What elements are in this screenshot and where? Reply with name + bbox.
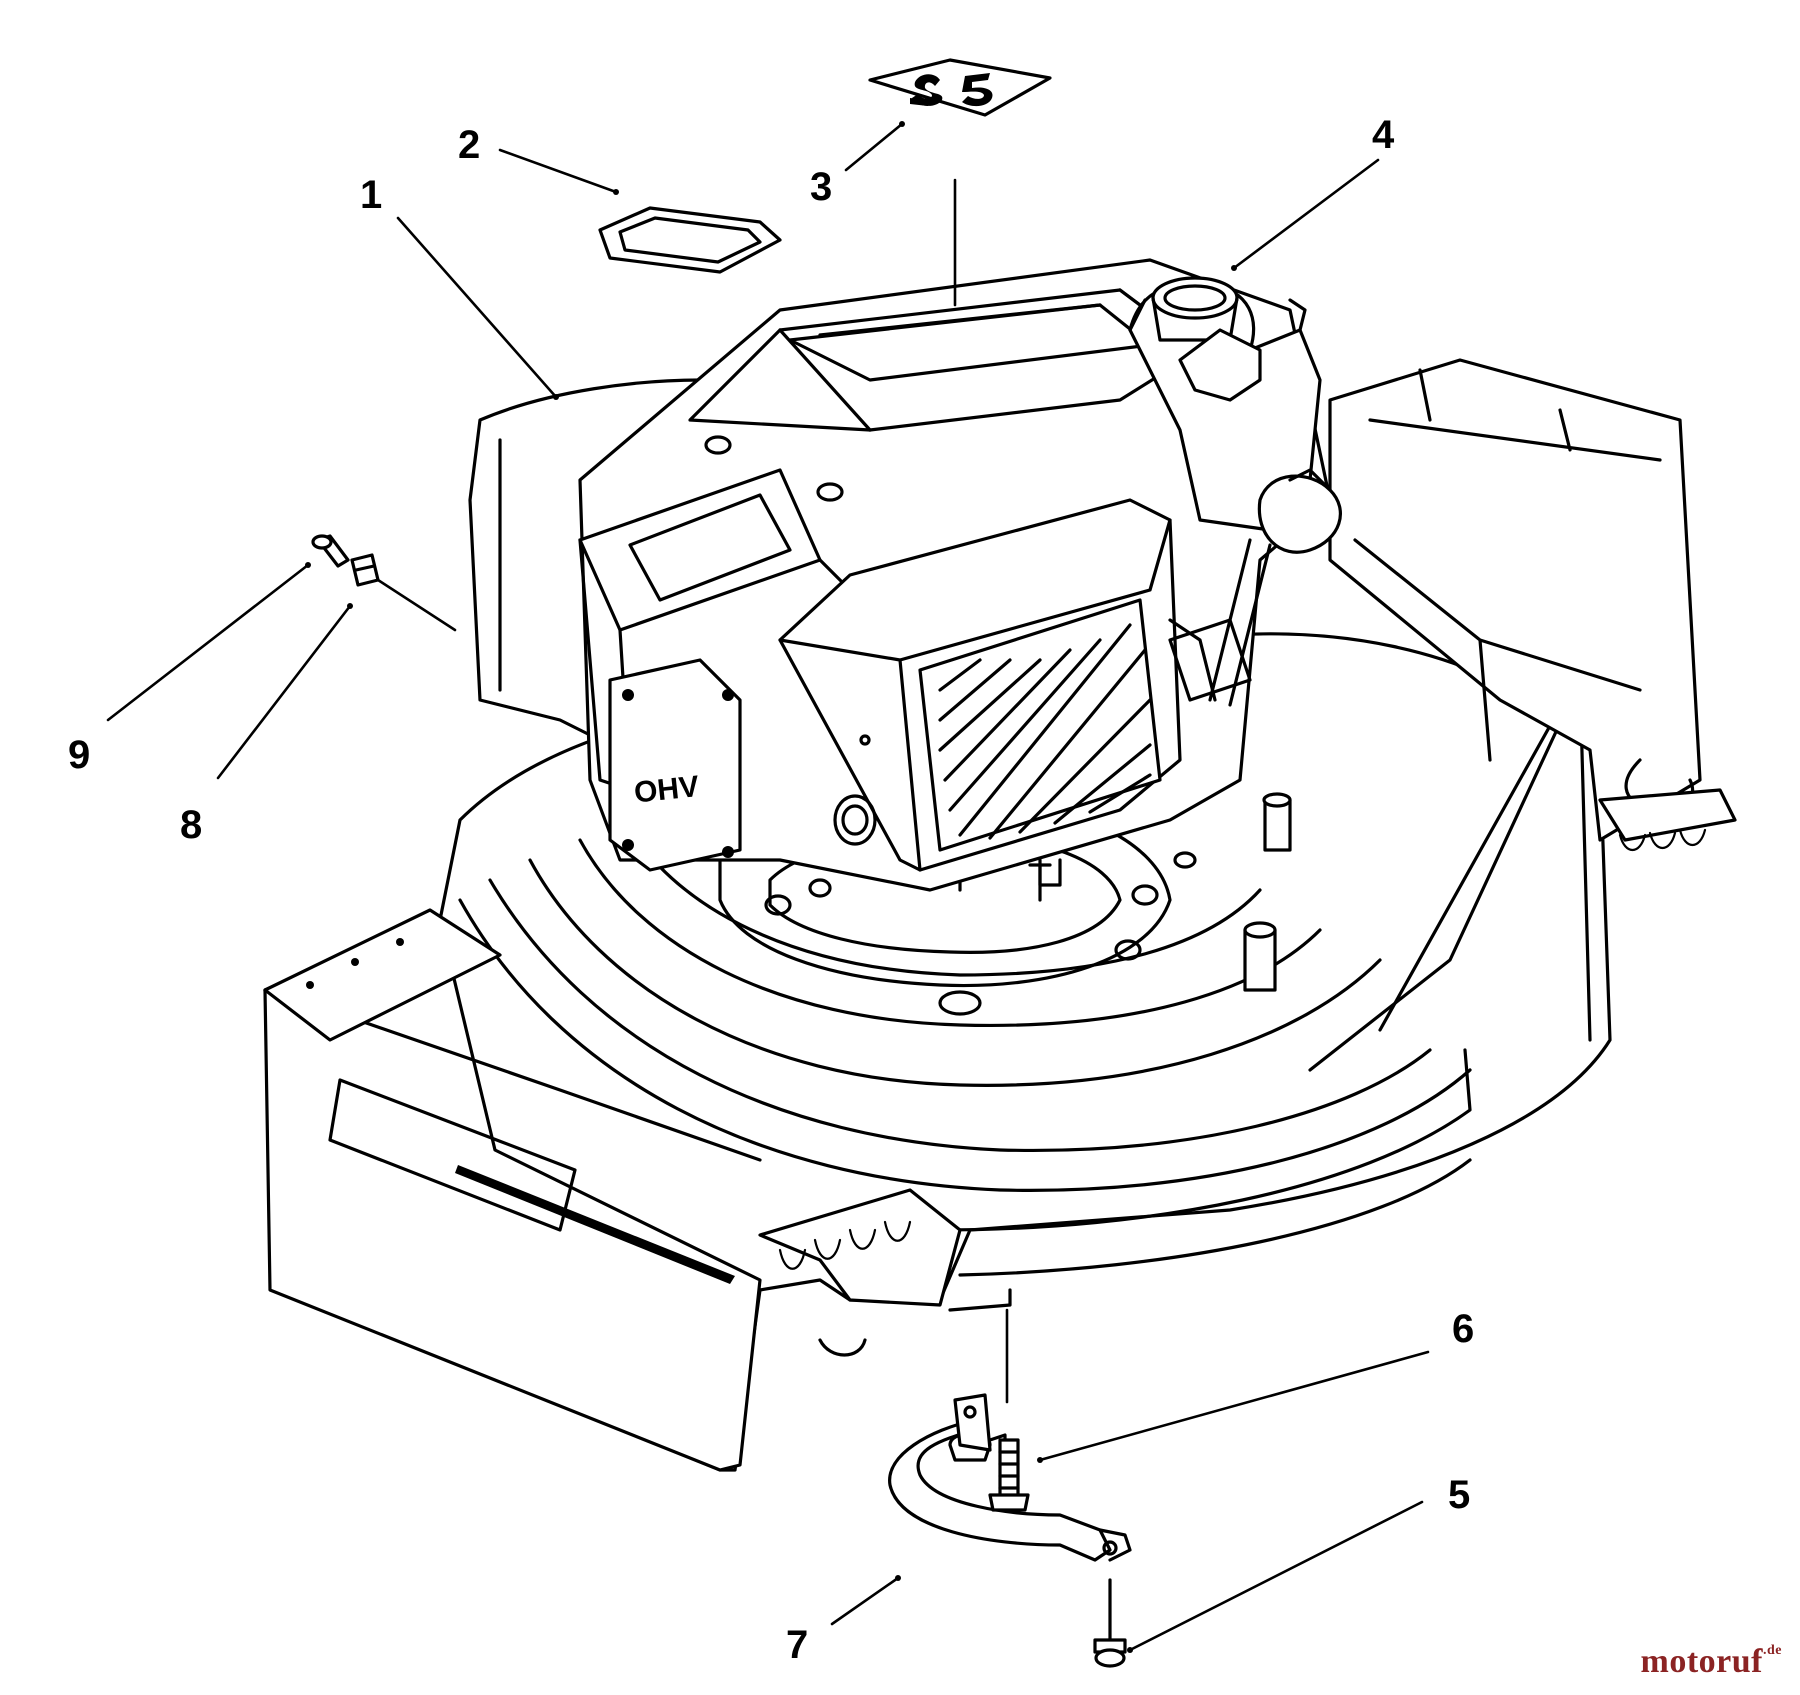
ohv-emboss: OHV bbox=[632, 770, 700, 810]
engine: OHV bbox=[468, 258, 1342, 992]
part-2-gasket bbox=[598, 206, 782, 274]
part-7-bracket bbox=[888, 1418, 1132, 1562]
muffler-louvers bbox=[938, 623, 1152, 840]
part-3-decal bbox=[868, 58, 1052, 117]
callout-7: 7 bbox=[786, 1623, 808, 1667]
callout-4: 4 bbox=[1372, 113, 1395, 157]
callout-8: 8 bbox=[180, 803, 202, 847]
callout-5: 5 bbox=[1448, 1473, 1470, 1517]
callout-2: 2 bbox=[458, 123, 480, 167]
watermark-logo: motoruf.de bbox=[1641, 1643, 1782, 1681]
part-9-screw bbox=[311, 534, 350, 568]
callout-6: 6 bbox=[1452, 1307, 1474, 1351]
part-8-clip bbox=[350, 553, 380, 587]
callout-9: 9 bbox=[68, 733, 90, 777]
callout-3: 3 bbox=[810, 165, 832, 209]
part-6-bolt bbox=[948, 1393, 1030, 1512]
callout-1: 1 bbox=[360, 173, 382, 217]
part-5-screw bbox=[1093, 1578, 1127, 1668]
leader-lines bbox=[106, 121, 1430, 1653]
watermark-text: motoruf bbox=[1640, 1643, 1763, 1680]
watermark-suffix: .de bbox=[1763, 1643, 1782, 1658]
callout-numbers: 1 2 3 4 5 6 7 8 9 bbox=[68, 113, 1474, 1667]
